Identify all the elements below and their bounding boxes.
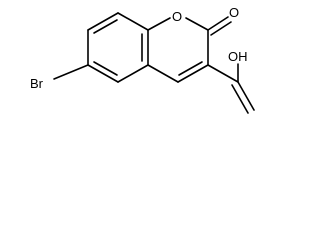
carbonyl-group	[207, 16, 232, 36]
bond-c8-c7	[87, 12, 119, 31]
bond-c8a-c8	[117, 12, 149, 31]
hydroxyl-label: OH	[228, 49, 248, 64]
bond-c8-c7-inner	[93, 19, 118, 34]
bond-c2-o-double-a	[207, 16, 229, 31]
benzene-ring	[87, 12, 149, 83]
bond-c4-c4a	[147, 64, 179, 83]
bond-cooh-o-double-b	[231, 84, 249, 114]
bond-c6-c5-inner	[93, 61, 118, 76]
bond-c2-o-double-b	[210, 21, 232, 36]
bromine-label: Br	[30, 76, 44, 91]
bond-o1-c2	[185, 17, 209, 31]
carboxylic-acid-group	[207, 63, 255, 114]
coumarin-carboxylic-acid-structure: Br O O OH	[30, 5, 255, 114]
bond-cooh-o-double-a	[237, 81, 255, 111]
bond-c6-c5	[87, 64, 119, 83]
bond-c3-c4	[177, 64, 209, 83]
bond-c6-br	[53, 64, 89, 80]
pyranone-ring	[147, 17, 209, 83]
bond-c8a-o1	[147, 17, 171, 31]
carbonyl-oxygen-label: O	[229, 5, 239, 20]
bond-c3-cooh	[207, 64, 239, 83]
ring-oxygen-label: O	[172, 9, 182, 24]
bond-c5-c4a	[117, 64, 149, 83]
bond-c3-c4-inner	[178, 61, 203, 76]
